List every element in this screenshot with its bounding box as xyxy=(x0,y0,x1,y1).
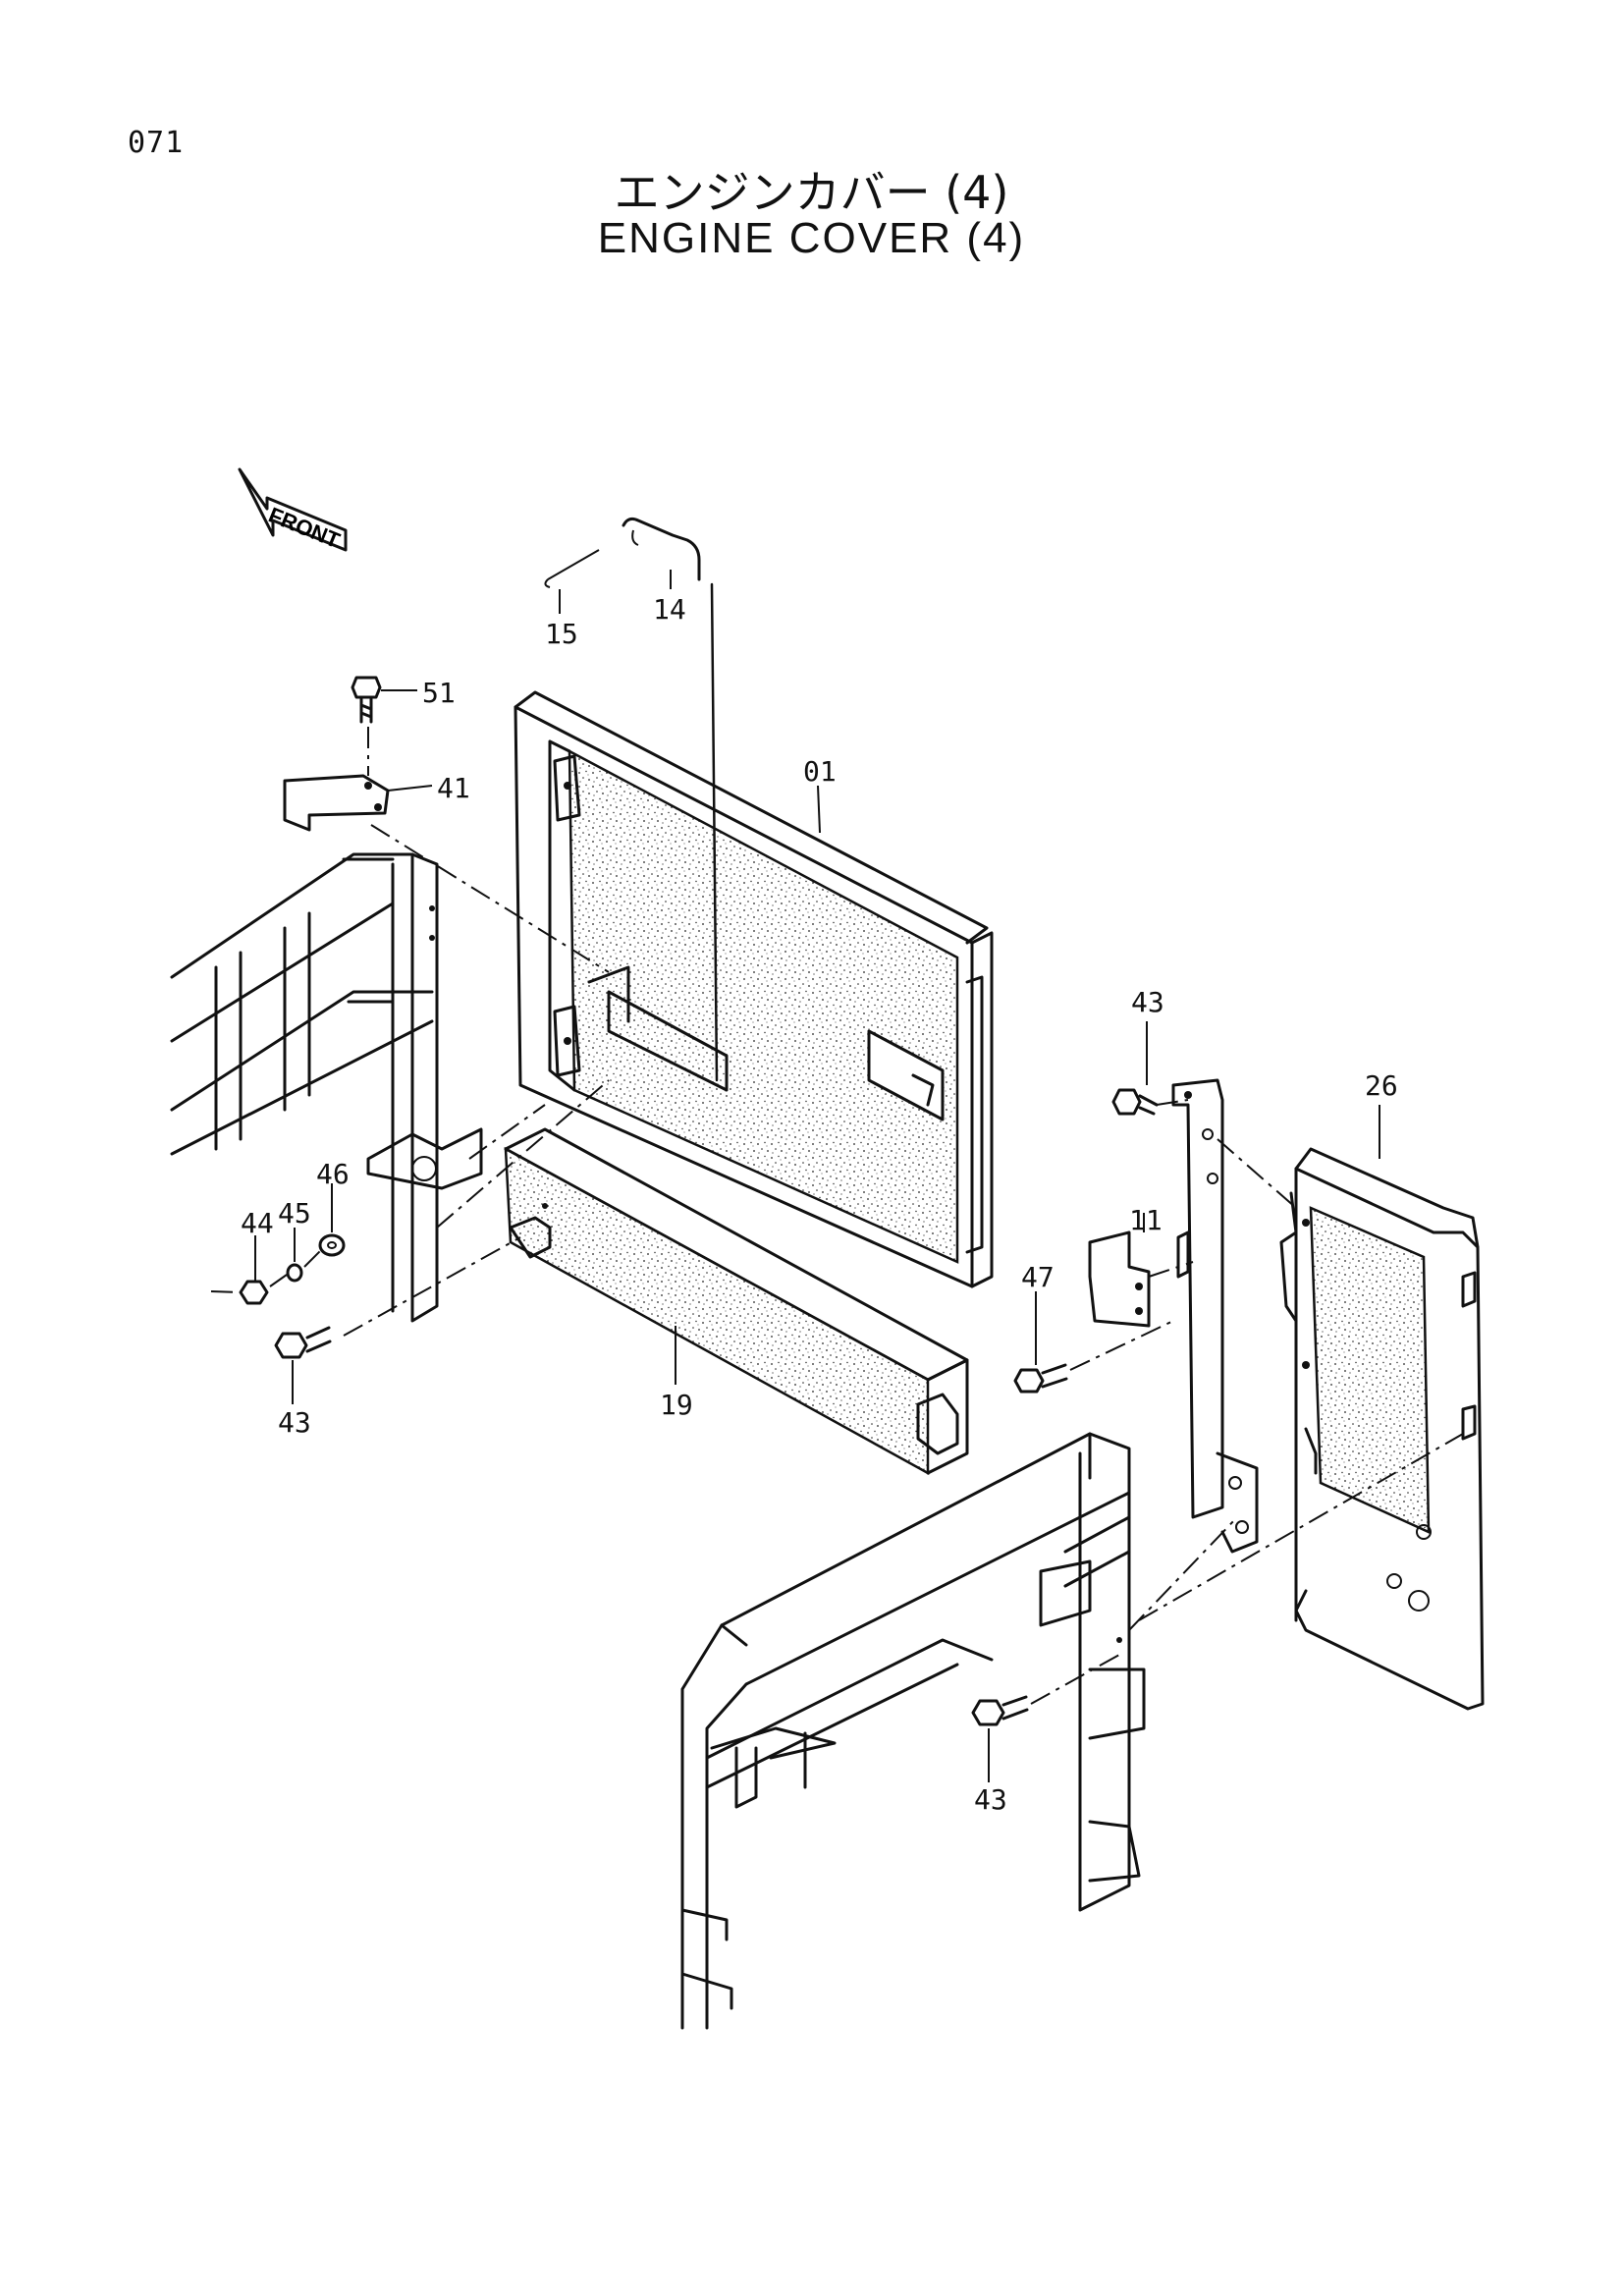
callout-11: 11 xyxy=(1129,1204,1163,1236)
part-41-bracket xyxy=(283,774,390,832)
callout-45: 45 xyxy=(278,1197,311,1230)
part-44-nut xyxy=(239,1280,269,1305)
part-45-lock-washer xyxy=(286,1263,303,1283)
front-frame-structure xyxy=(680,1432,1146,2030)
callout-43-bottom: 43 xyxy=(974,1783,1007,1816)
part-11-bracket xyxy=(1088,1230,1151,1328)
callout-19: 19 xyxy=(660,1389,693,1421)
front-direction-arrow: FRONT xyxy=(238,467,348,553)
part-15-clip xyxy=(544,549,600,588)
callout-labels: 01 14 15 51 41 19 11 47 43 26 46 45 44 4… xyxy=(241,593,1398,1816)
part-26-side-cover xyxy=(1279,1147,1485,1711)
callout-14: 14 xyxy=(653,593,686,626)
left-frame-structure xyxy=(170,852,483,1323)
part-14-support-rod xyxy=(622,517,719,1082)
callout-46: 46 xyxy=(316,1158,350,1190)
callout-01: 01 xyxy=(803,755,837,788)
diagram-title-japanese: エンジンカバー (4) xyxy=(614,166,1009,219)
callout-51: 51 xyxy=(422,677,456,709)
callout-41: 41 xyxy=(437,772,470,804)
part-51-bolt xyxy=(351,676,382,724)
part-47-bolt xyxy=(1013,1363,1068,1394)
part-43-bolt-left xyxy=(274,1326,332,1359)
callout-15: 15 xyxy=(545,618,578,650)
page-number: 071 xyxy=(128,126,185,160)
part-19-lower-insulation xyxy=(504,1127,969,1476)
callout-43-left: 43 xyxy=(278,1406,311,1439)
front-arrow-label: FRONT xyxy=(265,502,344,553)
callout-leader-lines xyxy=(254,570,1380,1782)
part-43-bolt-bottom xyxy=(971,1695,1029,1726)
part-43-bolt-upper-right xyxy=(1111,1088,1159,1116)
callout-43-upper-right: 43 xyxy=(1131,986,1164,1018)
diagram-title-english: ENGINE COVER (4) xyxy=(597,214,1026,262)
callout-47: 47 xyxy=(1021,1261,1055,1293)
callout-44: 44 xyxy=(241,1207,274,1239)
part-01-engine-cover-panel xyxy=(514,690,994,1288)
callout-26: 26 xyxy=(1365,1069,1398,1102)
part-46-washer xyxy=(318,1233,346,1257)
vertical-side-bracket xyxy=(1171,1078,1259,1554)
assembly-centerlines xyxy=(210,727,1464,1705)
